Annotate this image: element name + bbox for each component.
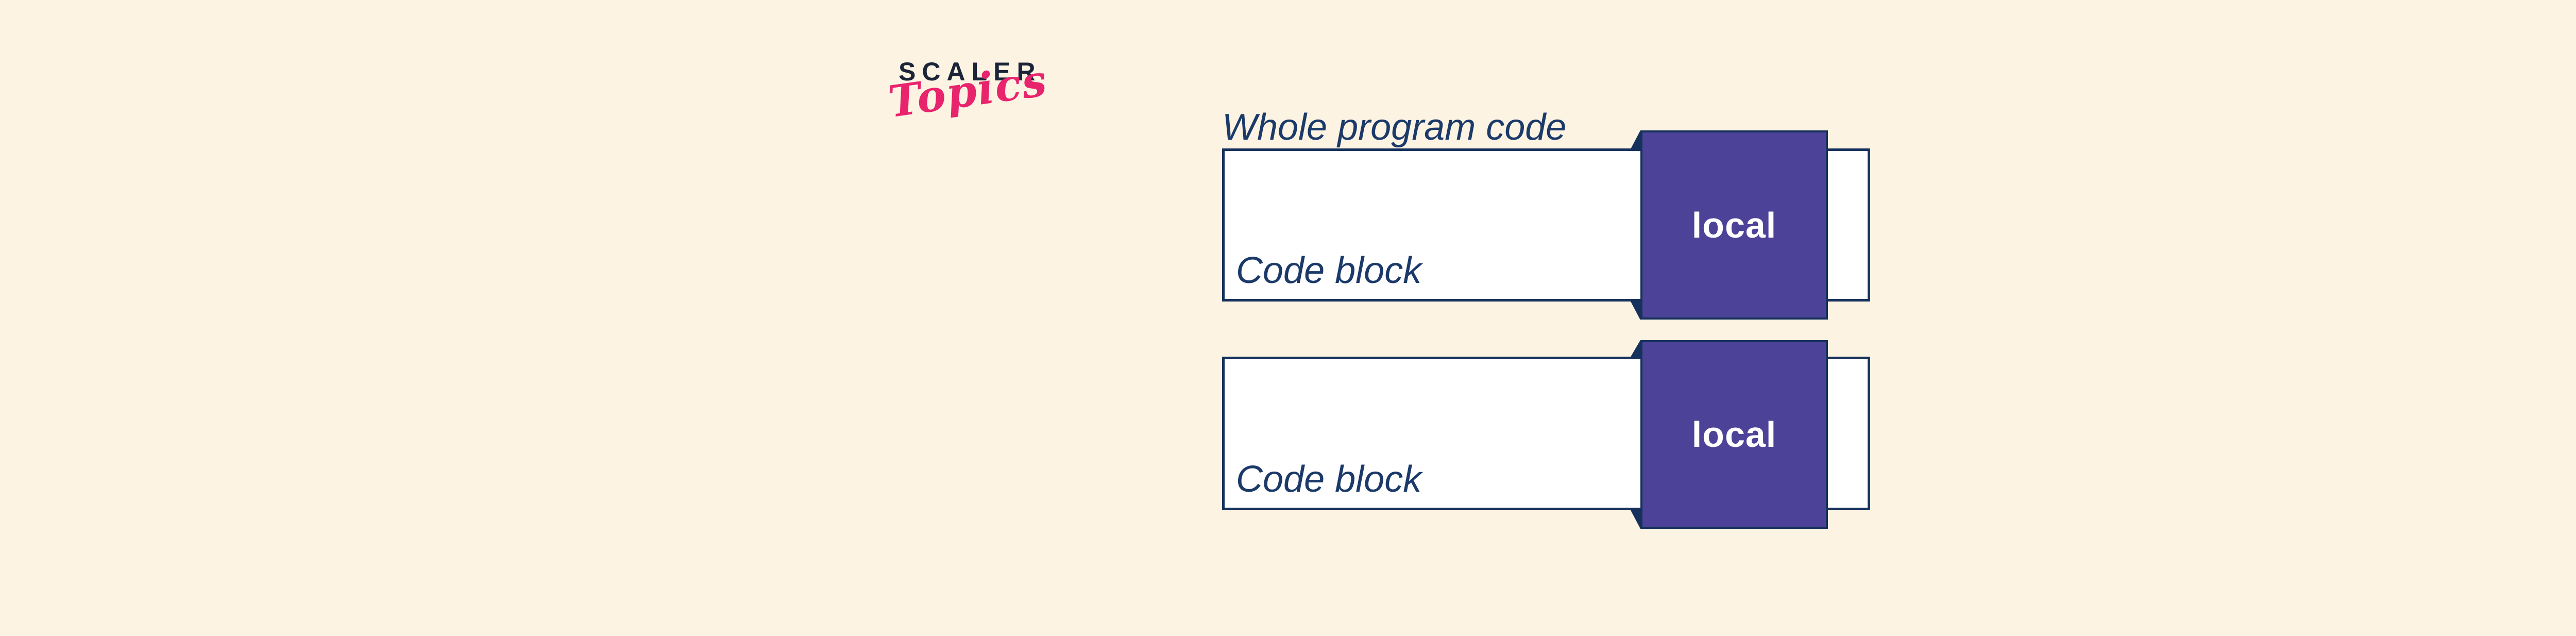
ribbon-fold-icon [1630,340,1640,358]
code-block-label-2: Code block [1236,459,1422,500]
code-block-label-1: Code block [1236,250,1422,291]
ribbon-fold-icon [1630,509,1640,529]
local-tag-label-2: local [1691,414,1777,455]
local-tag-label-1: local [1691,205,1777,245]
logo-wordmark-scaler: SCALER [899,57,1042,86]
local-scope-ribbon-2: local [1640,340,1828,529]
ribbon-fold-icon [1630,300,1640,320]
local-scope-ribbon-1: local [1640,130,1828,320]
ribbon-fold-icon [1630,130,1640,150]
diagram-title: Whole program code [1222,107,1567,148]
scaler-topics-logo: SCALER Topics [885,55,1060,168]
